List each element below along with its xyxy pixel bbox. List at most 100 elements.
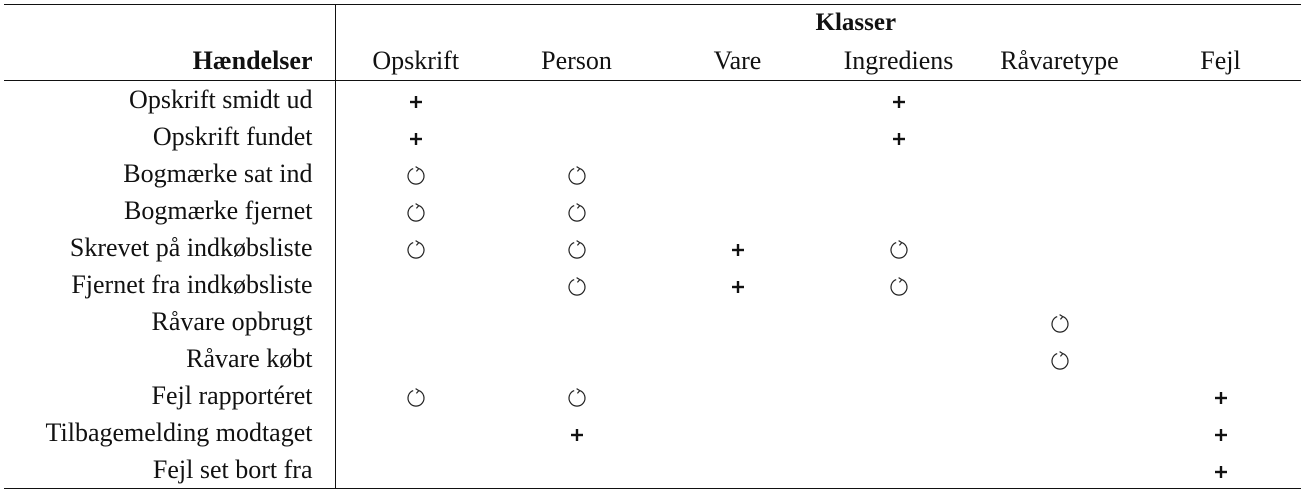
matrix-cell: [1140, 229, 1301, 266]
matrix-cell: [818, 303, 979, 340]
matrix-cell: [657, 266, 818, 303]
iteration-circle-icon: [565, 275, 589, 299]
iteration-circle-icon: [565, 386, 589, 410]
class-header-vare: Vare: [657, 41, 818, 81]
matrix-cell: [1140, 451, 1302, 489]
matrix-cell: [1140, 118, 1301, 155]
event-label: Fjernet fra indkøbsliste: [4, 266, 336, 303]
matrix-cell: [335, 451, 496, 489]
matrix-cell: [1140, 377, 1301, 414]
matrix-cell: [818, 266, 979, 303]
matrix-cell: [496, 118, 657, 155]
event-label: Bogmærke sat ind: [4, 155, 336, 192]
matrix-cell: [818, 192, 979, 229]
event-label: Fejl set bort fra: [4, 451, 336, 489]
iteration-circle-icon: [404, 238, 428, 262]
matrix-cell: [657, 81, 818, 119]
table-row: Tilbagemelding modtaget: [4, 414, 1301, 451]
plus-icon: [404, 127, 428, 151]
matrix-cell: [496, 451, 657, 489]
table-row: Bogmærke sat ind: [4, 155, 1301, 192]
classes-group-header: Klasser: [335, 4, 1302, 41]
matrix-cell: [818, 155, 979, 192]
matrix-cell: [496, 377, 657, 414]
corner-cell: [4, 4, 336, 41]
matrix-cell: [657, 340, 818, 377]
event-label: Råvare opbrugt: [4, 303, 336, 340]
event-label: Bogmærke fjernet: [4, 192, 336, 229]
iteration-circle-icon: [887, 275, 911, 299]
class-header-person: Person: [496, 41, 657, 81]
matrix-cell: [335, 377, 496, 414]
matrix-cell: [1140, 192, 1301, 229]
event-label: Fejl rapportéret: [4, 377, 336, 414]
matrix-cell: [979, 266, 1140, 303]
table-row: Råvare købt: [4, 340, 1301, 377]
plus-icon: [404, 90, 428, 114]
plus-icon: [1209, 423, 1233, 447]
matrix-cell: [335, 340, 496, 377]
matrix-cell: [657, 229, 818, 266]
iteration-circle-icon: [887, 238, 911, 262]
matrix-cell: [979, 451, 1140, 489]
matrix-cell: [496, 266, 657, 303]
matrix-cell: [335, 192, 496, 229]
matrix-cell: [1140, 340, 1301, 377]
table-row: Fejl set bort fra: [4, 451, 1302, 489]
matrix-cell: [496, 340, 657, 377]
event-label: Opskrift fundet: [4, 118, 336, 155]
matrix-cell: [1140, 303, 1301, 340]
matrix-cell: [979, 118, 1140, 155]
matrix-cell: [1140, 266, 1301, 303]
class-header-opskrift: Opskrift: [335, 41, 496, 81]
matrix-cell: [979, 155, 1140, 192]
event-label: Tilbagemelding modtaget: [4, 414, 336, 451]
matrix-cell: [818, 414, 979, 451]
event-label: Råvare købt: [4, 340, 336, 377]
events-column-header: Hændelser: [4, 41, 336, 81]
matrix-cell: [496, 155, 657, 192]
matrix-cell: [496, 81, 657, 119]
plus-icon: [887, 127, 911, 151]
matrix-cell: [979, 303, 1140, 340]
matrix-cell: [818, 81, 979, 119]
plus-icon: [887, 90, 911, 114]
matrix-cell: [979, 81, 1140, 119]
matrix-cell: [657, 451, 818, 489]
matrix-cell: [335, 266, 496, 303]
matrix-cell: [657, 377, 818, 414]
iteration-circle-icon: [565, 164, 589, 188]
plus-icon: [726, 275, 750, 299]
matrix-cell: [496, 414, 657, 451]
matrix-cell: [818, 229, 979, 266]
plus-icon: [726, 238, 750, 262]
matrix-cell: [335, 229, 496, 266]
matrix-cell: [657, 303, 818, 340]
iteration-circle-icon: [404, 164, 428, 188]
class-header-råvaretype: Råvaretype: [979, 41, 1140, 81]
matrix-cell: [1140, 81, 1301, 119]
matrix-cell: [335, 303, 496, 340]
iteration-circle-icon: [565, 238, 589, 262]
matrix-cell: [979, 414, 1140, 451]
matrix-cell: [496, 229, 657, 266]
matrix-cell: [979, 229, 1140, 266]
iteration-circle-icon: [565, 201, 589, 225]
iteration-circle-icon: [1048, 312, 1072, 336]
iteration-circle-icon: [404, 386, 428, 410]
matrix-cell: [979, 340, 1140, 377]
table-row: Opskrift smidt ud: [4, 80, 1301, 119]
plus-icon: [1209, 460, 1233, 484]
matrix-cell: [979, 377, 1140, 414]
matrix-cell: [496, 192, 657, 229]
table-row: Opskrift fundet: [4, 118, 1301, 155]
matrix-cell: [335, 155, 496, 192]
plus-icon: [1209, 386, 1233, 410]
class-header-fejl: Fejl: [1140, 41, 1302, 81]
table-row: Bogmærke fjernet: [4, 192, 1301, 229]
matrix-cell: [657, 192, 818, 229]
plus-icon: [565, 423, 589, 447]
matrix-cell: [818, 118, 979, 155]
